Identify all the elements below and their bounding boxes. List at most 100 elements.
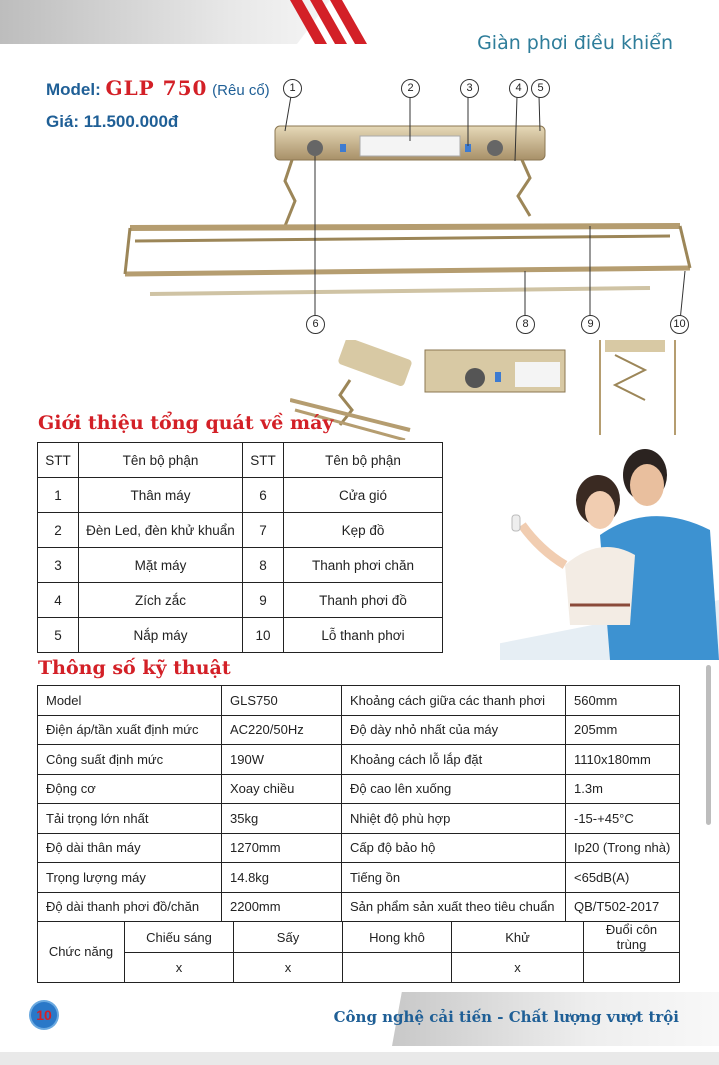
scrollbar[interactable]	[706, 665, 711, 825]
product-diagram	[123, 96, 692, 322]
spec-label: Nhiệt độ phù hợp	[341, 803, 566, 834]
table-row: 1 Thân máy 6 Cửa gió	[37, 477, 443, 513]
table-row: Công suất định mức 190W Khoảng cách lỗ l…	[37, 744, 680, 775]
function-label: Chức năng	[38, 922, 125, 982]
callout-10: 10	[670, 315, 689, 334]
spec-label: Khoảng cách giữa các thanh phơi	[341, 685, 566, 716]
function-row: Chức năng Chiếu sáng Sấy Hong khô Khử Đu…	[37, 921, 680, 983]
callout-3: 3	[460, 79, 479, 98]
part-stt: 10	[242, 617, 284, 653]
model-note: (Rêu cổ)	[212, 82, 270, 99]
part-name: Lỗ thanh phơi	[283, 617, 443, 653]
spec-value: <65dB(A)	[565, 862, 680, 893]
part-name: Cửa gió	[283, 477, 443, 513]
parts-header-row: STT Tên bộ phận STT Tên bộ phận	[37, 442, 443, 478]
table-row: Độ dài thanh phơi đồ/chăn 2200mm Sản phẩ…	[37, 891, 680, 922]
callout-1: 1	[283, 79, 302, 98]
spec-label: Model	[37, 685, 222, 716]
spec-label: Khoảng cách lỗ lắp đặt	[341, 744, 566, 775]
spec-label: Tải trọng lớn nhất	[37, 803, 222, 834]
function-table: Chức năng Chiếu sáng Sấy Hong khô Khử Đu…	[38, 922, 679, 982]
footer-slogan: Công nghệ cải tiến - Chất lượng vượt trộ…	[333, 1008, 679, 1026]
spec-value: Ip20 (Trong nhà)	[565, 832, 680, 863]
table-row: Động cơ Xoay chiều Độ cao lên xuống 1.3m	[37, 773, 680, 804]
callout-8: 8	[516, 315, 535, 334]
function-header: Đuổi côn trùng	[583, 922, 679, 953]
part-stt: 1	[37, 477, 79, 513]
header-stripes-decor	[290, 0, 367, 44]
function-header: Khử	[451, 922, 584, 953]
page-title: Giàn phơi điều khiển	[477, 32, 673, 54]
parts-header-name-2: Tên bộ phận	[283, 442, 443, 478]
function-header: Hong khô	[342, 922, 452, 953]
spec-label: Điện áp/tần xuất định mức	[37, 714, 222, 745]
spec-label: Độ cao lên xuống	[341, 773, 566, 804]
table-row: 4 Zích zắc 9 Thanh phơi đồ	[37, 582, 443, 618]
callout-4: 4	[509, 79, 528, 98]
spec-value: 1110x180mm	[565, 744, 680, 775]
bottom-bar	[0, 1052, 719, 1065]
spec-label: Độ dài thân máy	[37, 832, 222, 863]
table-row: 3 Mặt máy 8 Thanh phơi chăn	[37, 547, 443, 583]
model-line: Model: GLP 750 (Rêu cổ)	[46, 76, 270, 100]
page-number: 10	[31, 1002, 57, 1028]
parts-header-name-1: Tên bộ phận	[78, 442, 243, 478]
spec-label: Sản phẩm sản xuất theo tiêu chuẩn	[341, 891, 566, 922]
part-name: Nắp máy	[78, 617, 243, 653]
spec-label: Động cơ	[37, 773, 222, 804]
part-stt: 3	[37, 547, 79, 583]
spec-value: 205mm	[565, 714, 680, 745]
spec-label: Công suất định mức	[37, 744, 222, 775]
function-value: x	[451, 952, 584, 982]
parts-table: STT Tên bộ phận STT Tên bộ phận 1 Thân m…	[37, 442, 443, 653]
callout-6: 6	[306, 315, 325, 334]
part-stt: 4	[37, 582, 79, 618]
callout-5: 5	[531, 79, 550, 98]
parts-header-stt-1: STT	[37, 442, 79, 478]
spec-value: QB/T502-2017	[565, 891, 680, 922]
function-header: Chiếu sáng	[124, 922, 234, 953]
table-row: Điện áp/tần xuất định mức AC220/50Hz Độ …	[37, 714, 680, 745]
table-row: Độ dài thân máy 1270mm Cấp độ bảo hộ Ip2…	[37, 832, 680, 863]
function-value	[342, 952, 452, 982]
specs-table: Model GLS750 Khoảng cách giữa các thanh …	[37, 685, 680, 983]
parts-header-stt-2: STT	[242, 442, 284, 478]
spec-value: 560mm	[565, 685, 680, 716]
spec-value: Xoay chiều	[221, 773, 342, 804]
table-row: 2 Đèn Led, đèn khử khuẩn 7 Kẹp đồ	[37, 512, 443, 548]
spec-value: -15-+45°C	[565, 803, 680, 834]
function-cell: Chức năng Chiếu sáng Sấy Hong khô Khử Đu…	[37, 921, 680, 983]
spec-value: 35kg	[221, 803, 342, 834]
table-row: Model GLS750 Khoảng cách giữa các thanh …	[37, 685, 680, 716]
part-name: Kẹp đồ	[283, 512, 443, 548]
header-decor-bar	[0, 0, 330, 44]
specs-title: Thông số kỹ thuật	[38, 657, 231, 679]
overview-title: Giới thiệu tổng quát về máy	[38, 412, 334, 434]
detail-thumbnails	[290, 340, 676, 440]
callout-9: 9	[581, 315, 600, 334]
part-name: Thanh phơi đồ	[283, 582, 443, 618]
part-stt: 9	[242, 582, 284, 618]
couple-photo	[500, 449, 719, 660]
spec-label: Độ dài thanh phơi đồ/chăn	[37, 891, 222, 922]
part-stt: 7	[242, 512, 284, 548]
spec-label: Độ dày nhỏ nhất của máy	[341, 714, 566, 745]
part-stt: 6	[242, 477, 284, 513]
footer-decor-bar	[392, 992, 719, 1046]
function-value: x	[233, 952, 343, 982]
table-row: Tải trọng lớn nhất 35kg Nhiệt độ phù hợp…	[37, 803, 680, 834]
spec-value: 14.8kg	[221, 862, 342, 893]
model-label: Model:	[46, 80, 101, 99]
model-code: GLP 750	[105, 76, 208, 100]
spec-value: 190W	[221, 744, 342, 775]
part-name: Zích zắc	[78, 582, 243, 618]
part-stt: 8	[242, 547, 284, 583]
part-stt: 2	[37, 512, 79, 548]
spec-value: 1.3m	[565, 773, 680, 804]
spec-value: GLS750	[221, 685, 342, 716]
spec-value: AC220/50Hz	[221, 714, 342, 745]
part-stt: 5	[37, 617, 79, 653]
function-header: Sấy	[233, 922, 343, 953]
spec-value: 2200mm	[221, 891, 342, 922]
spec-label: Tiếng ồn	[341, 862, 566, 893]
